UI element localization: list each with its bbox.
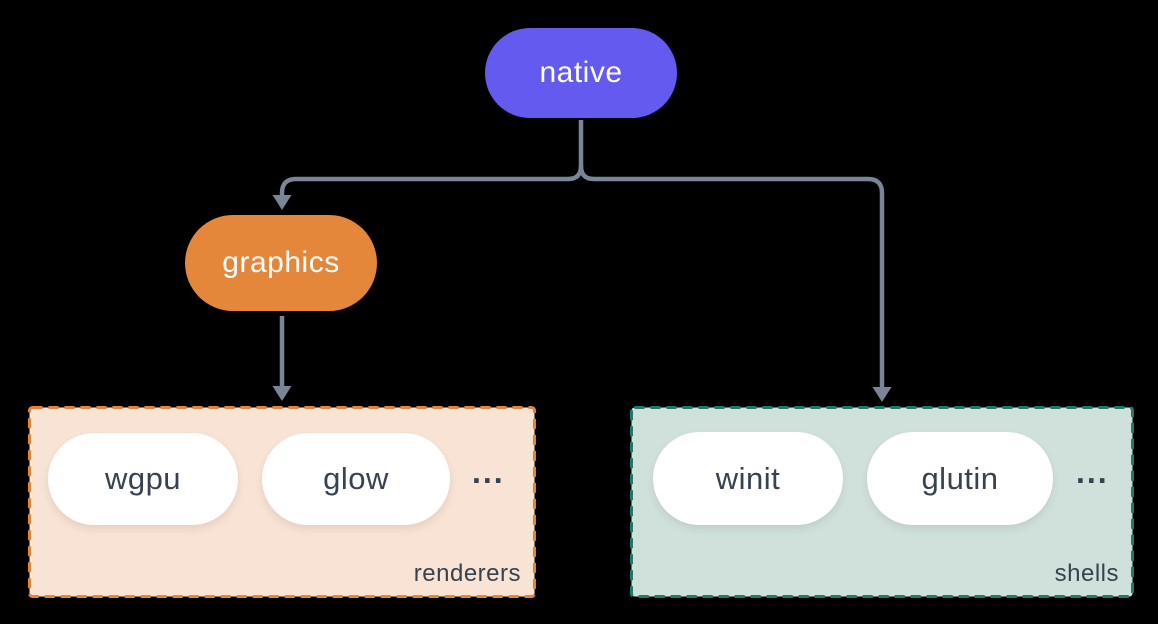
group-renderers: wgpu glow ... renderers [28, 406, 536, 598]
pill-glutin-label: glutin [921, 460, 999, 496]
pill-wgpu-label: wgpu [104, 461, 182, 496]
pill-glutin: glutin [867, 432, 1053, 525]
arrowhead-graphics [272, 195, 292, 210]
node-native-label: native [539, 56, 623, 89]
connector-native-to-shells [578, 165, 885, 388]
connector-native-to-graphics [279, 120, 584, 196]
node-native: native [485, 28, 677, 118]
ellipsis-renderers: ... [472, 454, 505, 490]
pill-glow: glow [262, 433, 450, 525]
arrowhead-shells [872, 387, 892, 402]
node-graphics: graphics [185, 215, 377, 311]
node-graphics-label: graphics [222, 246, 340, 279]
arrowhead-renderers [272, 386, 292, 401]
pill-wgpu: wgpu [48, 433, 238, 525]
group-shells: winit glutin ... shells [630, 406, 1134, 598]
pill-glow-label: glow [323, 461, 389, 496]
pill-winit: winit [653, 432, 843, 525]
group-label-renderers: renderers [413, 560, 521, 587]
pill-winit-label: winit [715, 460, 781, 496]
ellipsis-shells: ... [1076, 454, 1109, 490]
group-label-shells: shells [1054, 560, 1119, 587]
